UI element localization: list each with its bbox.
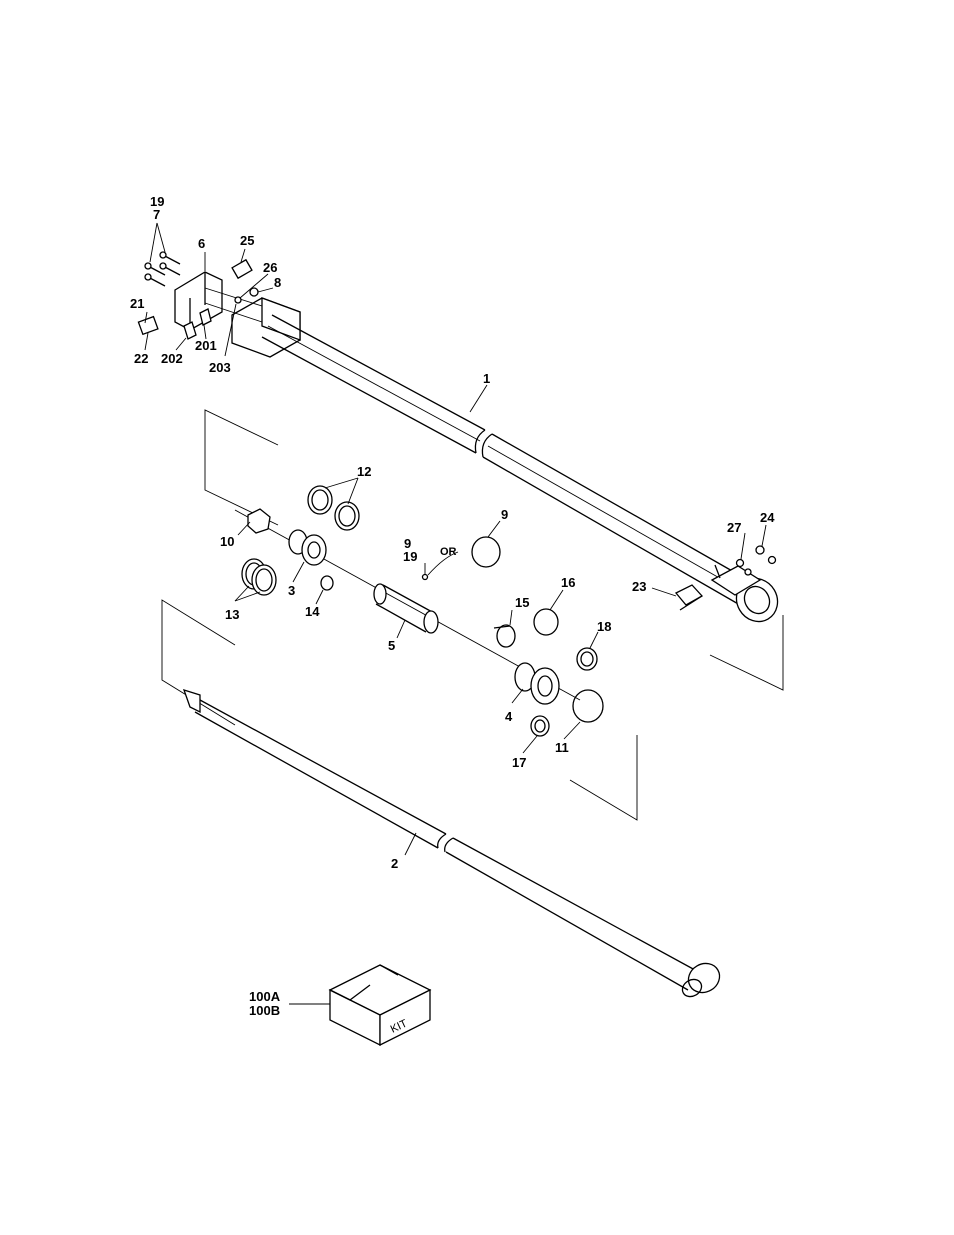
label-25: 25 [240, 233, 254, 248]
label-22: 22 [134, 351, 148, 366]
label-5: 5 [388, 638, 395, 653]
label-4: 4 [505, 709, 513, 724]
or-text: OR [440, 546, 457, 558]
label-202: 202 [161, 351, 183, 366]
label-13: 13 [225, 607, 239, 622]
label-203: 203 [209, 360, 231, 375]
label-17: 17 [512, 755, 526, 770]
label-1: 1 [483, 371, 490, 386]
label-18: 18 [597, 619, 611, 634]
label-11: 11 [555, 740, 569, 755]
label-8: 8 [274, 275, 281, 290]
label-9: 9 [501, 507, 508, 522]
label-16: 16 [561, 575, 575, 590]
callout-labels: 19 7 6 25 26 8 21 22 202 201 203 1 12 10… [130, 194, 775, 1036]
label-27: 27 [727, 520, 741, 535]
exploded-components [242, 486, 776, 736]
label-7: 7 [153, 207, 160, 222]
label-10: 10 [220, 534, 234, 549]
phantom-lines [162, 410, 783, 820]
label-26: 26 [263, 260, 277, 275]
label-12: 12 [357, 464, 371, 479]
label-201: 201 [195, 338, 217, 353]
label-100a: 100A [249, 989, 281, 1004]
label-3: 3 [288, 583, 295, 598]
piston-rod [184, 690, 725, 1000]
label-100b: 100B [249, 1003, 280, 1018]
kit-box [330, 965, 430, 1045]
label-24: 24 [760, 510, 775, 525]
label-14: 14 [305, 604, 320, 619]
label-21: 21 [130, 296, 144, 311]
label-6: 6 [198, 236, 205, 251]
label-19-lower: 19 [403, 549, 417, 564]
label-23: 23 [632, 579, 646, 594]
label-15: 15 [515, 595, 529, 610]
label-2: 2 [391, 856, 398, 871]
